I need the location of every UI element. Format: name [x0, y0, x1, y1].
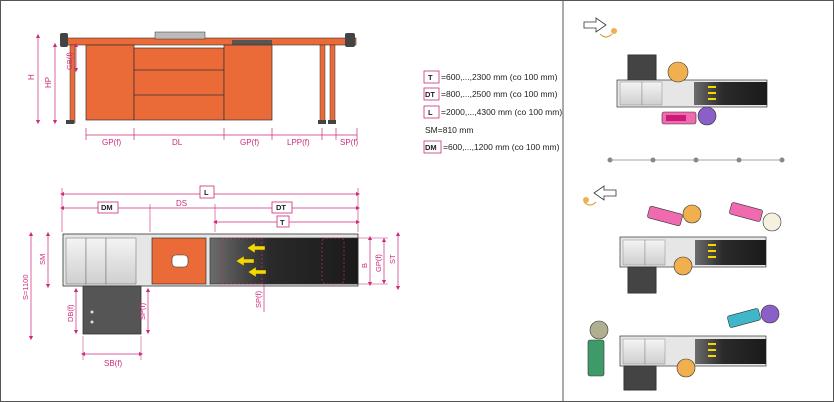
dim-gp: GP(f)	[374, 254, 383, 272]
dim-dt: DT	[276, 203, 286, 212]
front-view: H HP GB(f) GP(f) DL GP(f) LPP(f) SP(f)	[27, 31, 359, 147]
layout-1	[583, 17, 768, 126]
legend-tag-l: L	[428, 108, 433, 117]
dim-h: H	[27, 74, 36, 80]
conveyor-belt	[209, 237, 359, 285]
customer-icon	[697, 106, 717, 126]
cashier-icon	[667, 61, 689, 83]
dim-lpp: LPP(f)	[287, 138, 310, 147]
dim-t: T	[280, 218, 285, 227]
cabinet-right	[223, 44, 273, 121]
dim-sp-2: SP(f)	[254, 290, 263, 308]
legend-tag-dm: DM	[425, 143, 437, 152]
bagging-extension	[82, 285, 142, 335]
dim-sm: SM	[38, 254, 47, 265]
flow-arrows	[235, 242, 267, 278]
legend-tag-dt: DT	[425, 90, 435, 99]
legend-tag-t: T	[428, 73, 433, 82]
legend-text-l: =2000,...,4300 mm (co 100 mm)	[441, 107, 562, 117]
cashier-icon-3	[676, 358, 696, 378]
dim-st: ST	[388, 254, 397, 264]
top-view: L DM DS DT T	[21, 185, 401, 368]
layout-3	[587, 304, 780, 391]
dim-gp-2: GP(f)	[240, 138, 259, 147]
legend-text-sm: SM=810 mm	[425, 125, 473, 135]
dimension-legend: T =600,...,2300 mm (co 100 mm) DT =800,.…	[423, 70, 562, 154]
dim-gb: GB(f)	[65, 52, 74, 70]
layout-2	[583, 185, 782, 294]
legend-text-t: =600,...,2300 mm (co 100 mm)	[441, 72, 558, 82]
dim-gp-1: GP(f)	[102, 138, 121, 147]
dim-dl: DL	[172, 138, 183, 147]
dim-dm: DM	[101, 203, 113, 212]
cabinet-left	[85, 44, 135, 121]
legend-text-dm: =600,...,1200 mm (co 100 mm)	[443, 142, 560, 152]
direction-arrow-icon	[583, 17, 607, 33]
legend-text-dt: =800,...,2500 mm (co 100 mm)	[441, 89, 558, 99]
dim-sp: SP(f)	[340, 138, 359, 147]
cashier-icon-2	[673, 256, 693, 276]
dim-hp: HP	[44, 77, 53, 88]
dim-b: B	[360, 263, 369, 268]
direction-arrow-icon-2	[593, 185, 617, 201]
dim-s1100: S=1100	[21, 274, 30, 300]
dim-db: DB(f)	[66, 304, 75, 322]
cabinet-drawer	[133, 47, 225, 121]
dim-l: L	[204, 188, 209, 197]
dim-sb: SB(f)	[104, 359, 123, 368]
dim-ds: DS	[176, 199, 187, 208]
dim-sp-1: SP(f)	[138, 302, 147, 320]
